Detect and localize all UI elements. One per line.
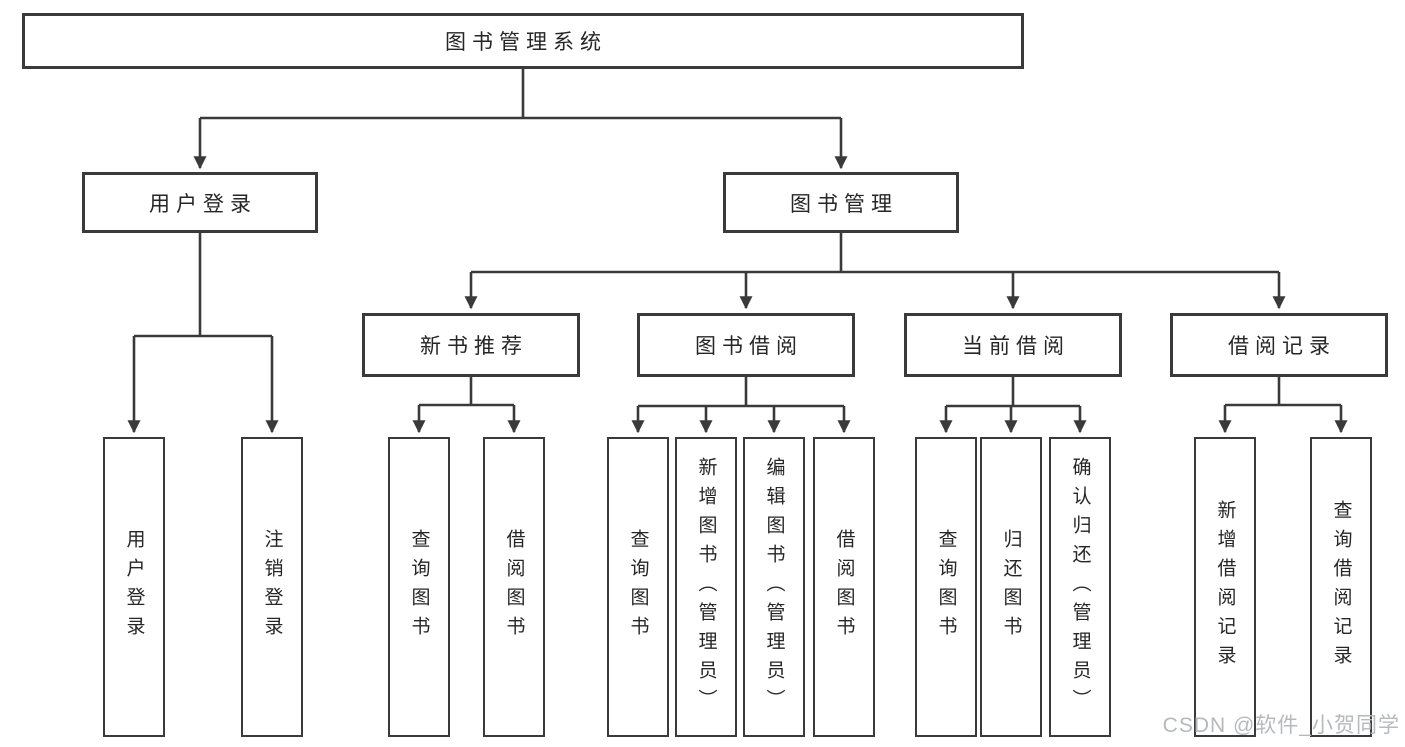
section-borrow-records: 借阅记录: [1170, 313, 1388, 377]
section-new-book-recommend-label: 新书推荐: [420, 335, 528, 358]
leaf-bb-borrow-book: 借阅图书: [813, 437, 875, 737]
branch-user-login-label: 用户登录: [149, 192, 257, 216]
leaf-nbr-query-book: 查询图书: [388, 437, 450, 737]
leaf-cb-return-book: 归还图书: [980, 437, 1042, 737]
leaf-logout-label: 注销登录: [261, 529, 283, 645]
leaf-nbr-borrow-book-label: 借阅图书: [503, 529, 525, 645]
leaf-user-login-label: 用户登录: [123, 529, 145, 645]
leaf-nbr-borrow-book: 借阅图书: [483, 437, 545, 737]
section-current-borrow: 当前借阅: [904, 313, 1122, 377]
leaf-bb-borrow-book-label: 借阅图书: [833, 529, 855, 645]
root-node-library-system: 图书管理系统: [22, 13, 1024, 69]
section-book-borrow-label: 图书借阅: [695, 335, 803, 358]
section-current-borrow-label: 当前借阅: [962, 335, 1070, 358]
leaf-bb-edit-book-admin: 编辑图书（管理员）: [743, 437, 805, 737]
leaf-bb-query-book: 查询图书: [607, 437, 669, 737]
section-borrow-records-label: 借阅记录: [1228, 335, 1336, 358]
leaf-bb-add-book-admin: 新增图书（管理员）: [675, 437, 737, 737]
root-node-label: 图书管理系统: [445, 31, 607, 54]
csdn-watermark: CSDN @软件_小贺同学: [1162, 714, 1400, 737]
leaf-cb-query-book: 查询图书: [915, 437, 977, 737]
leaf-cb-query-book-label: 查询图书: [935, 529, 957, 645]
leaf-bb-query-book-label: 查询图书: [627, 529, 649, 645]
leaf-logout: 注销登录: [241, 437, 303, 737]
section-new-book-recommend: 新书推荐: [362, 313, 580, 377]
leaf-nbr-query-book-label: 查询图书: [408, 529, 430, 645]
leaf-br-add-record-label: 新增借阅记录: [1214, 500, 1236, 674]
section-book-borrow: 图书借阅: [637, 313, 855, 377]
leaf-cb-confirm-return-admin-label: 确认归还（管理员）: [1069, 456, 1091, 718]
leaf-user-login: 用户登录: [103, 437, 165, 737]
leaf-bb-add-book-admin-label: 新增图书（管理员）: [695, 456, 717, 718]
leaf-br-add-record: 新增借阅记录: [1194, 437, 1256, 737]
leaf-cb-return-book-label: 归还图书: [1000, 529, 1022, 645]
branch-book-management: 图书管理: [723, 172, 959, 233]
leaf-br-query-record: 查询借阅记录: [1310, 437, 1372, 737]
branch-user-login: 用户登录: [82, 172, 318, 233]
branch-book-management-label: 图书管理: [790, 192, 898, 216]
leaf-br-query-record-label: 查询借阅记录: [1330, 500, 1352, 674]
leaf-cb-confirm-return-admin: 确认归还（管理员）: [1049, 437, 1111, 737]
leaf-bb-edit-book-admin-label: 编辑图书（管理员）: [763, 456, 785, 718]
